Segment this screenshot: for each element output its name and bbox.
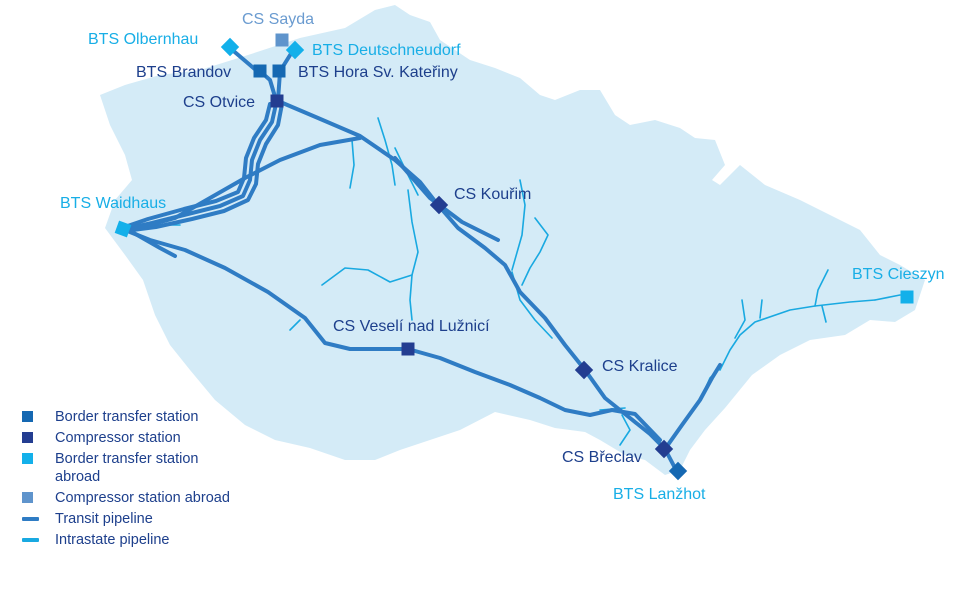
transit-pipeline [130,136,362,232]
line-icon [22,538,39,542]
legend-item-border-transfer-station-abroad: Border transfer station abroad [22,450,245,486]
legend-label: Compressor station abroad [55,490,230,506]
intrastate-pipeline [511,179,526,271]
legend-label: Intrastate pipeline [55,532,170,548]
legend-label: Border transfer station abroad [55,451,199,485]
bts-brandov-marker [253,64,267,78]
label-bts-hora: BTS Hora Sv. Kateřiny [298,64,458,81]
transit-pipeline [393,156,500,242]
label-cs-otvice: CS Otvice [183,94,255,111]
cs-sayda-marker [275,33,289,47]
intrastate-pipeline [874,294,901,301]
legend-label: Border transfer station [55,409,199,425]
label-bts-cieszyn: BTS Cieszyn [852,266,944,283]
intrastate-pipeline [289,319,301,331]
legend-item-compressor-station: Compressor station [22,429,252,447]
transit-pipeline [276,99,667,451]
intrastate-pipeline [377,117,396,186]
square-icon [22,432,33,443]
cs-breclav-marker [654,439,674,459]
label-bts-lanzhot: BTS Lanžhot [613,486,706,503]
legend-item-compressor-station-abroad: Compressor station abroad [22,489,245,507]
label-bts-olbernhau: BTS Olbernhau [88,31,198,48]
transit-pipeline [123,102,284,233]
square-icon [22,411,33,422]
label-cs-veseli: CS Veselí nad Lužnicí [333,318,490,335]
square-icon [22,492,33,503]
intrastate-pipeline [521,217,549,286]
bts-lanzhot-marker [668,461,688,481]
transit-pipeline [663,363,722,451]
label-bts-brandov: BTS Brandov [136,64,231,81]
label-bts-deutschneudorf: BTS Deutschneudorf [312,42,461,59]
label-cs-kourim: CS Kouřim [454,186,531,203]
label-cs-sayda: CS Sayda [242,11,314,28]
label-cs-breclav: CS Břeclav [562,449,642,466]
label-cs-kralice: CS Kralice [602,358,678,375]
bts-cieszyn-marker [900,290,914,304]
intrastate-pipeline [734,299,746,339]
country-outline [100,5,925,475]
intrastate-pipeline [821,305,827,323]
station-markers [114,33,914,481]
intrastate-pipeline [814,269,829,307]
transit-pipelines [123,46,722,470]
label-bts-waidhaus: BTS Waidhaus [60,195,166,212]
intrastate-pipelines [154,117,901,446]
intrastate-pipeline [407,189,419,321]
legend-label: Transit pipeline [55,511,153,527]
transit-pipeline [130,230,177,258]
cs-veseli-marker [401,342,415,356]
transit-pipeline [123,228,662,442]
transit-pipeline [123,102,272,229]
bts-deutschneudorf-marker [285,40,305,60]
cs-kralice-marker [574,360,594,380]
line-icon [22,517,39,521]
intrastate-pipeline [759,299,763,319]
legend-item-transit-pipeline: Transit pipeline [22,510,252,528]
intrastate-pipeline [349,139,355,189]
cs-kourim-marker [429,195,449,215]
legend-item-border-transfer-station: Border transfer station [22,408,252,426]
cs-otvice-marker [270,94,284,108]
square-icon [22,453,33,464]
bts-hora-marker [272,64,286,78]
intrastate-pipeline [619,414,631,446]
bts-waidhaus-marker [114,220,132,238]
bts-olbernhau-marker [220,37,240,57]
legend-item-intrastate-pipeline: Intrastate pipeline [22,531,252,549]
legend: Border transfer station Compressor stati… [22,408,252,552]
intrastate-pipeline [719,299,876,371]
legend-label: Compressor station [55,430,181,446]
intrastate-pipeline [321,267,413,286]
